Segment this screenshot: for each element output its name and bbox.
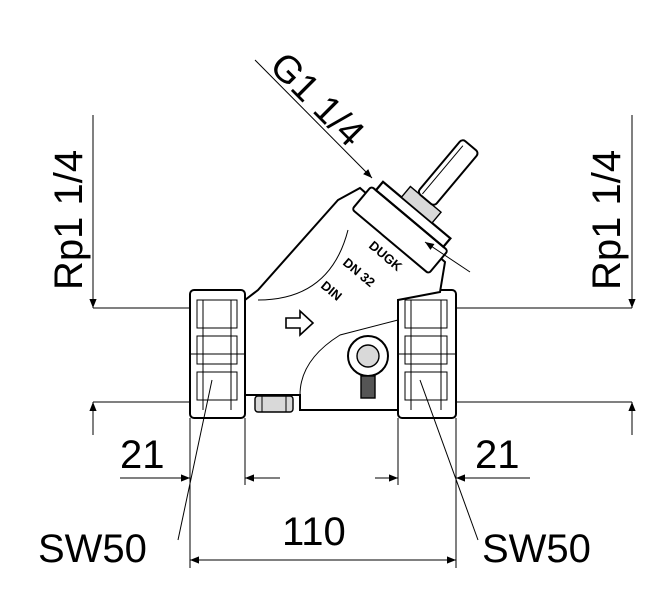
label-21-left: 21 xyxy=(120,433,165,477)
valve-bonnet xyxy=(352,139,479,274)
dimension-lines xyxy=(89,59,636,568)
label-rp-right: Rp1 1/4 xyxy=(585,150,629,290)
left-hex-nut xyxy=(189,289,246,419)
label-sw50-left: SW50 xyxy=(38,527,147,571)
label-sw50-right: SW50 xyxy=(482,527,591,571)
label-21-right: 21 xyxy=(475,433,520,477)
label-110: 110 xyxy=(282,510,346,554)
label-g1-1-4: G1 1/4 xyxy=(262,45,372,155)
label-rp-left: Rp1 1/4 xyxy=(47,150,91,290)
